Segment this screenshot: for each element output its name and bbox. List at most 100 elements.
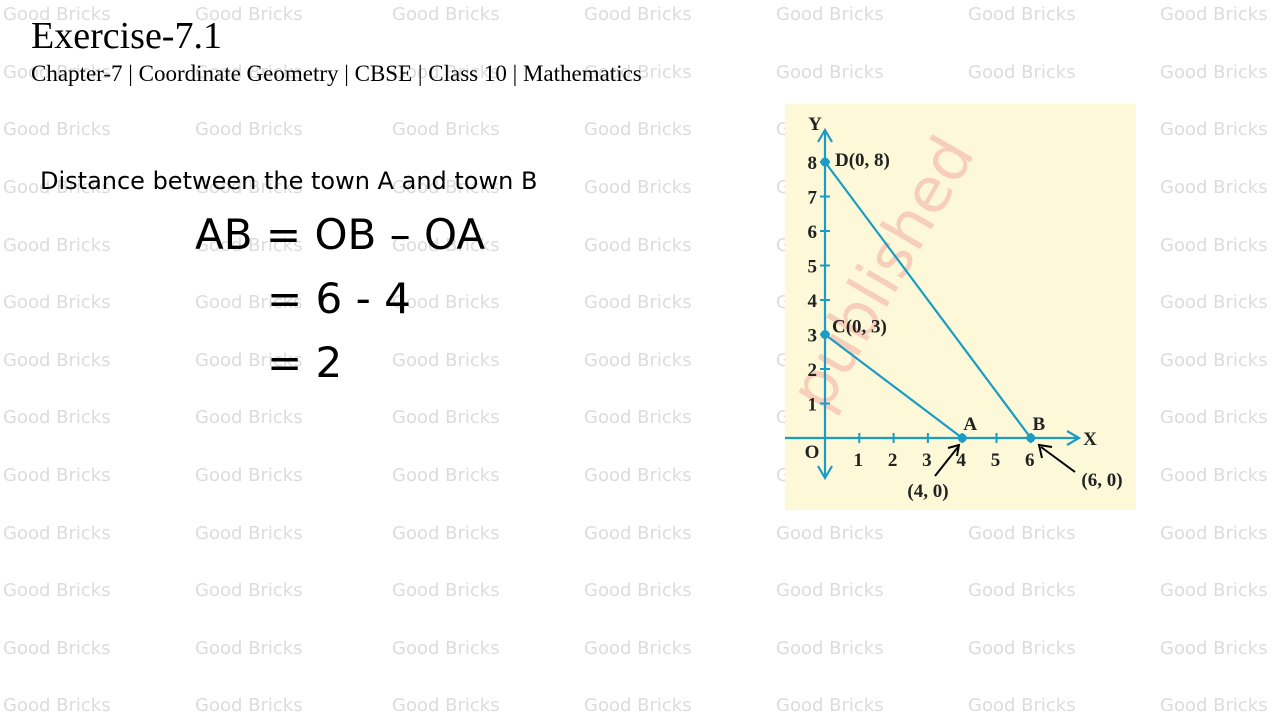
y-tick-label: 5 — [808, 257, 818, 278]
origin-label: O — [805, 442, 820, 463]
point-c-label: C(0, 3) — [832, 317, 887, 338]
watermark-text: Good Bricks — [3, 523, 111, 544]
y-tick-label: 1 — [808, 395, 818, 416]
point-a-coord: (4, 0) — [907, 481, 948, 502]
x-axis-arrow — [1066, 430, 1082, 446]
watermark-text: Good Bricks — [3, 350, 111, 371]
arrow-head-a — [947, 443, 961, 457]
watermark-text: Good Bricks — [392, 119, 500, 140]
watermark-text: Good Bricks — [584, 292, 692, 313]
point-b-label: B — [1032, 414, 1045, 435]
watermark-text: Good Bricks — [584, 695, 692, 716]
equation-line-1: AB = OB – OA — [195, 210, 486, 259]
arrow-head-b — [1037, 443, 1053, 459]
watermark-text: Good Bricks — [195, 119, 303, 140]
watermark-text: Good Bricks — [968, 638, 1076, 659]
arrow-to-a — [934, 446, 959, 477]
watermark-text: Good Bricks — [195, 407, 303, 428]
watermark-text: Good Bricks — [1160, 523, 1268, 544]
point-a — [957, 433, 967, 443]
watermark-text: Good Bricks — [195, 465, 303, 486]
labels-group: Y X O D(0, 8) C(0, 3) A B (4, 0) (6, 0) — [805, 114, 1123, 502]
points-group — [820, 157, 1036, 443]
watermark-text: Good Bricks — [776, 580, 884, 601]
watermark-text: Good Bricks — [776, 62, 884, 83]
watermark-text: Good Bricks — [968, 4, 1076, 25]
watermark-text: Good Bricks — [195, 523, 303, 544]
watermark-text: Good Bricks — [3, 235, 111, 256]
page-subtitle: Chapter-7 | Coordinate Geometry | CBSE |… — [31, 61, 642, 86]
y-axis-arrow-bottom — [817, 465, 833, 481]
watermark-text: Good Bricks — [392, 695, 500, 716]
watermark-text: Good Bricks — [776, 523, 884, 544]
watermark-text: Good Bricks — [584, 523, 692, 544]
point-d — [820, 157, 830, 167]
y-tick-label: 2 — [808, 360, 818, 381]
x-axis-label: X — [1083, 429, 1097, 450]
watermark-text: Good Bricks — [584, 465, 692, 486]
watermark-text: Good Bricks — [1160, 638, 1268, 659]
watermark-text: Good Bricks — [584, 580, 692, 601]
watermark-text: Good Bricks — [968, 62, 1076, 83]
watermark-text: Good Bricks — [392, 4, 500, 25]
watermark-text: Good Bricks — [195, 695, 303, 716]
watermark-text: Good Bricks — [584, 177, 692, 198]
watermark-text: Good Bricks — [1160, 350, 1268, 371]
lines-group — [824, 161, 1032, 439]
watermark-text: Good Bricks — [1160, 292, 1268, 313]
watermark-text: Good Bricks — [1160, 695, 1268, 716]
page-title: Exercise-7.1 — [31, 15, 222, 57]
watermark-text: Good Bricks — [584, 638, 692, 659]
watermark-text: Good Bricks — [584, 4, 692, 25]
y-tick-label: 3 — [808, 326, 818, 347]
watermark-text: Good Bricks — [392, 638, 500, 659]
watermark-text: Good Bricks — [776, 695, 884, 716]
watermark-text: Good Bricks — [1160, 580, 1268, 601]
x-tick-label: 5 — [991, 450, 1001, 471]
watermark-text: Good Bricks — [1160, 119, 1268, 140]
watermark-text: Good Bricks — [584, 235, 692, 256]
y-axis-label: Y — [808, 114, 822, 135]
intro-text: Distance between the town A and town B — [40, 167, 538, 195]
watermark-text: Good Bricks — [968, 580, 1076, 601]
y-tick-label: 7 — [808, 188, 818, 209]
x-tick-label: 1 — [854, 450, 864, 471]
line-ca — [824, 333, 963, 439]
watermark-text: Good Bricks — [1160, 177, 1268, 198]
x-tick-label: 4 — [956, 450, 966, 471]
point-d-label: D(0, 8) — [835, 150, 890, 171]
watermark-text: Good Bricks — [968, 523, 1076, 544]
watermark-text: Good Bricks — [584, 119, 692, 140]
point-b — [1026, 433, 1036, 443]
y-tick-label: 6 — [808, 222, 818, 243]
figure-background — [785, 104, 1136, 510]
point-a-label: A — [963, 414, 977, 435]
watermark-text: Good Bricks — [3, 695, 111, 716]
watermark-text: Good Bricks — [3, 292, 111, 313]
watermark-text: Good Bricks — [3, 407, 111, 428]
watermark-text: Good Bricks — [392, 407, 500, 428]
watermark-text: Good Bricks — [392, 465, 500, 486]
y-axis-arrow-top — [817, 127, 833, 143]
x-tick-label: 2 — [888, 450, 898, 471]
point-b-coord: (6, 0) — [1081, 470, 1122, 491]
line-db — [824, 161, 1032, 439]
watermark-text: Good Bricks — [195, 638, 303, 659]
watermark-text: Good Bricks — [1160, 62, 1268, 83]
arrow-to-b — [1040, 446, 1076, 473]
watermark-text: Good Bricks — [1160, 4, 1268, 25]
y-tick-label: 8 — [808, 153, 818, 174]
watermark-text: Good Bricks — [392, 523, 500, 544]
watermark-text: Good Bricks — [1160, 465, 1268, 486]
watermark-text: Good Bricks — [3, 580, 111, 601]
watermark-text: Good Bricks — [3, 465, 111, 486]
equation-line-3: = 2 — [267, 338, 343, 387]
watermark-text: Good Bricks — [392, 580, 500, 601]
watermark-text: Good Bricks — [584, 350, 692, 371]
watermark-text: Good Bricks — [3, 119, 111, 140]
watermark-text: Good Bricks — [776, 4, 884, 25]
x-tick-label: 3 — [922, 450, 932, 471]
